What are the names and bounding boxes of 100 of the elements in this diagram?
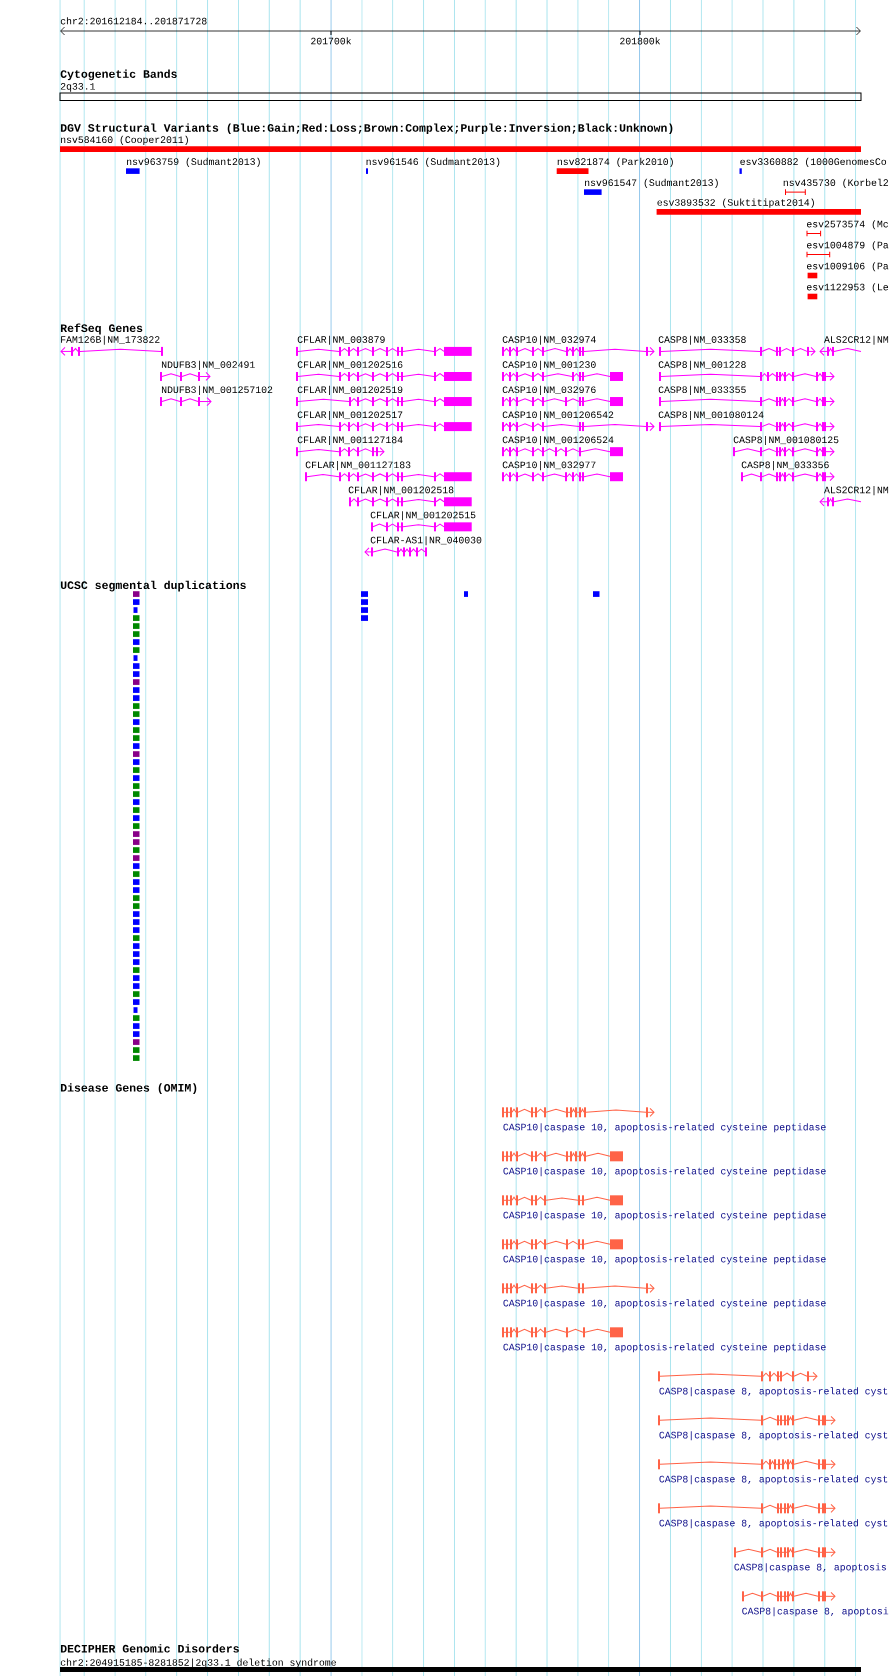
duplication-block [133, 767, 140, 773]
feature-label: esv2573574 (Mc [807, 220, 888, 230]
feature-label: CASP10|caspase 10, apoptosis-related cysteine peptidase [503, 1343, 826, 1353]
duplication-block [133, 943, 140, 949]
duplication-block [133, 607, 138, 613]
feature-label: nsv961547 (Sudmant2013) [585, 178, 718, 188]
feature-label: FAM126B|NM_173822 [61, 335, 160, 345]
feature-label: CFLAR|NM_001202515 [370, 511, 476, 521]
duplication-block [133, 799, 140, 805]
duplication-block [133, 1023, 140, 1029]
feature-label: ALS2CR12|NM [824, 486, 889, 496]
duplication-block [133, 783, 140, 789]
feature-label: esv3360882 (1000GenomesCo [740, 157, 887, 167]
feature-label: CFLAR|NM_003879 [297, 335, 385, 345]
feature-label: CASP8|NM_001228 [658, 360, 746, 370]
duplication-block [133, 999, 140, 1005]
duplication-block [361, 615, 368, 621]
duplication-block [133, 695, 140, 701]
duplication-block [361, 591, 368, 597]
duplication-block [133, 815, 140, 821]
feature-label: 2q33.1 [60, 83, 95, 92]
feature-label: CASP8|NM_001080125 [733, 435, 839, 446]
feature-label: CFLAR-AS1|NR_040030 [370, 536, 482, 546]
duplication-block [133, 591, 140, 597]
feature-label: CASP8|caspase 8, apoptosis [734, 1563, 886, 1573]
feature-label: CASP10|NM_032974 [502, 335, 596, 345]
duplication-block [133, 1039, 140, 1045]
duplication-block [133, 967, 140, 973]
feature-label: CFLAR|NM_001202519 [297, 385, 403, 395]
feature-label: CASP10|NM_001230 [502, 360, 596, 370]
feature-label: esv1009106 (Pa [807, 262, 889, 272]
feature-label: CFLAR|NM_001127183 [305, 461, 411, 471]
duplication-block [133, 1031, 140, 1037]
duplication-block [133, 839, 140, 845]
feature-label: CASP8|caspase 8, apoptosis-related cyst [659, 1431, 888, 1441]
duplication-block [133, 743, 140, 749]
duplication-block [133, 887, 140, 893]
duplication-block [133, 759, 140, 765]
track-title: Disease Genes (OMIM) [60, 1083, 197, 1094]
duplication-block [133, 879, 140, 885]
feature-label: CASP10|caspase 10, apoptosis-related cysteine peptidase [503, 1167, 826, 1177]
duplication-block [133, 855, 140, 861]
feature-label: CASP10|caspase 10, apoptosis-related cysteine peptidase [503, 1211, 826, 1221]
track-title: DECIPHER Genomic Disorders [60, 1644, 239, 1653]
duplication-block [133, 791, 140, 797]
feature-label: esv3893532 (Suktitipat2014) [657, 198, 814, 208]
feature-label: esv1122953 (Le [807, 283, 889, 293]
feature-label: CASP10|NM_001206524 [502, 435, 614, 446]
feature-label: nsv821874 (Park2010) [557, 157, 673, 167]
track-title: DGV Structural Variants (Blue:Gain;Red:Loss;Brown:Complex;Purple:Inversion;Black:Unknown) [60, 123, 673, 135]
feature-label: CASP8|caspase 8, apoptosis-related cyst [659, 1519, 888, 1529]
duplication-block [133, 935, 140, 941]
feature-label: chr2:204915185-8281852|2q33.1 deletion syndrome [60, 1658, 336, 1668]
duplication-block [133, 1007, 138, 1013]
duplication-block [133, 719, 140, 725]
duplication-block [133, 911, 140, 917]
duplication-block [133, 615, 140, 621]
feature-label: nsv435730 (Korbel2 [783, 178, 888, 188]
duplication-block [133, 871, 140, 877]
feature-label: CFLAR|NM_001202518 [348, 486, 454, 496]
duplication-block [133, 735, 140, 741]
duplication-block [133, 647, 140, 653]
feature-label: CFLAR|NM_001202517 [297, 410, 403, 421]
duplication-block [133, 983, 140, 989]
duplication-block [133, 775, 140, 781]
feature-label: CASP8|NM_033355 [658, 385, 746, 395]
feature-label: nsv961546 (Sudmant2013) [366, 157, 500, 167]
duplication-block [133, 599, 140, 605]
duplication-block [133, 927, 140, 933]
duplication-block [464, 591, 468, 597]
duplication-block [133, 623, 140, 629]
feature-label: CASP8|caspase 8, apoptosis-related cyst [659, 1475, 888, 1485]
duplication-block [133, 975, 140, 981]
duplication-block [133, 703, 140, 709]
feature-label: nsv963759 (Sudmant2013) [127, 157, 260, 167]
feature-label: CASP8|NM_001080124 [658, 410, 764, 421]
feature-label: CASP10|caspase 10, apoptosis-related cysteine peptidase [503, 1123, 826, 1133]
scale-label: 201700k [311, 37, 352, 45]
duplication-block [133, 679, 140, 685]
feature-label: CASP10|NM_032976 [502, 385, 596, 395]
duplication-block [361, 607, 368, 613]
duplication-block [133, 863, 140, 869]
track-title: RefSeq Genes [60, 323, 143, 335]
duplication-block [361, 599, 368, 605]
feature-label: CASP8|caspase 8, apoptosi [742, 1607, 889, 1617]
duplication-block [133, 919, 140, 925]
duplication-block [593, 591, 600, 597]
duplication-block [133, 1015, 140, 1021]
duplication-block [133, 663, 140, 669]
feature-label: NDUFB3|NM_001257102 [161, 385, 273, 395]
coordinate-label: chr2:201612184..201871728 [60, 17, 207, 25]
duplication-block [133, 631, 140, 637]
feature-label: CASP10|caspase 10, apoptosis-related cysteine peptidase [503, 1299, 826, 1309]
track-title: Cytogenetic Bands [60, 69, 177, 81]
duplication-block [133, 1047, 140, 1053]
feature-label: NDUFB3|NM_002491 [161, 360, 255, 370]
feature-label: CASP8|NM_033358 [658, 335, 746, 345]
feature-label: CASP10|NM_032977 [502, 461, 596, 471]
duplication-block [133, 831, 140, 837]
duplication-block [133, 1055, 140, 1061]
